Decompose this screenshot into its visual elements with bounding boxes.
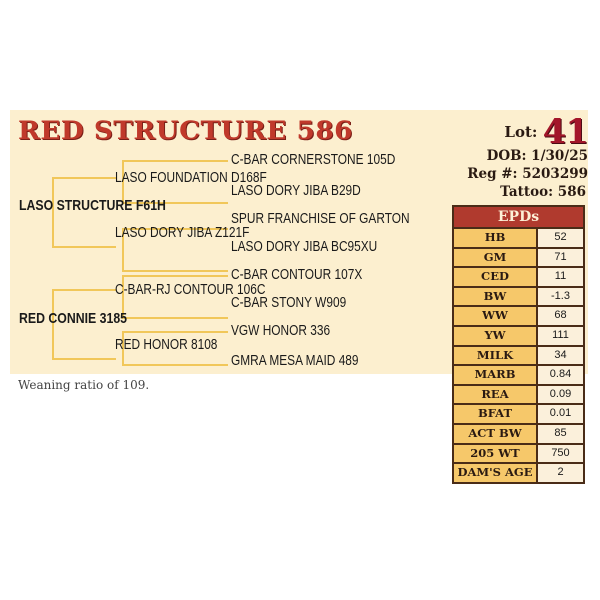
epd-row: BW-1.3: [454, 287, 583, 308]
bracket-line: [52, 289, 116, 291]
bracket-line: [122, 228, 124, 272]
pedigree-dam-sire-dam: C-BAR STONY W909: [231, 295, 347, 311]
pedigree-dam-sire-sire: C-BAR CONTOUR 107X: [231, 267, 363, 283]
bracket-line: [122, 331, 228, 333]
epd-trait: CED: [454, 268, 538, 286]
pedigree-dam-dam: RED HONOR 8108: [115, 337, 218, 353]
epd-value: 0.84: [538, 366, 583, 384]
bracket-line: [122, 364, 228, 366]
epd-value: 750: [538, 444, 583, 463]
pedigree-sire-dam-dam: LASO DORY JIBA BC95XU: [231, 239, 378, 255]
epd-value: 85: [538, 424, 583, 443]
pedigree-sire-dam-sire: SPUR FRANCHISE OF GARTON: [231, 211, 410, 227]
bracket-line: [122, 317, 228, 319]
lot-number: 41: [542, 112, 589, 152]
epd-value: 68: [538, 307, 583, 325]
bracket-line: [52, 177, 54, 248]
pedigree-dam: RED CONNIE 3185: [19, 310, 128, 327]
tattoo: Tattoo: 586: [500, 184, 586, 200]
epd-value: -1.3: [538, 287, 583, 306]
bracket-line: [122, 275, 228, 277]
bracket-line: [52, 177, 116, 179]
epd-trait: WW: [454, 307, 538, 325]
epd-trait: YW: [454, 326, 538, 345]
epd-trait: MILK: [454, 346, 538, 365]
epd-value: 71: [538, 248, 583, 267]
animal-name-title: RED STRUCTURE 586: [18, 116, 353, 145]
pedigree-dam-dam-dam: GMRA MESA MAID 489: [231, 353, 359, 369]
epd-trait: HB: [454, 229, 538, 247]
pedigree-sire-sire: LASO FOUNDATION D168F: [115, 170, 267, 186]
bracket-line: [52, 246, 116, 248]
pedigree-dam-sire: C-BAR-RJ CONTOUR 106C: [115, 282, 266, 298]
bracket-line: [122, 275, 124, 319]
epd-trait: 205 WT: [454, 444, 538, 463]
epd-trait: ACT BW: [454, 424, 538, 443]
bracket-line: [122, 270, 228, 272]
lot-label: Lot:: [504, 123, 538, 141]
epd-trait: BW: [454, 287, 538, 306]
bracket-line: [52, 289, 54, 360]
bracket-line: [122, 331, 124, 366]
epd-value: 0.01: [538, 405, 583, 423]
epd-trait: MARB: [454, 366, 538, 384]
epd-trait: DAM'S AGE: [454, 464, 538, 482]
epd-value: 11: [538, 268, 583, 286]
epd-header: EPDs: [454, 207, 583, 229]
pedigree-sire-sire-sire: C-BAR CORNERSTONE 105D: [231, 152, 396, 168]
epd-value: 111: [538, 326, 583, 345]
epd-value: 2: [538, 464, 583, 482]
epd-trait: REA: [454, 385, 538, 404]
registration-number: Reg #: 5203299: [467, 166, 588, 182]
bracket-line: [122, 202, 228, 204]
epd-trait: GM: [454, 248, 538, 267]
lot-info: Lot: 41: [504, 112, 589, 152]
epd-value: 34: [538, 346, 583, 365]
bracket-line: [52, 358, 116, 360]
pedigree-sire: LASO STRUCTURE F61H: [19, 197, 166, 214]
weaning-ratio-note: Weaning ratio of 109.: [18, 378, 150, 392]
epd-value: 0.09: [538, 385, 583, 404]
bracket-line: [122, 160, 124, 204]
epd-value: 52: [538, 229, 583, 247]
dob: DOB: 1/30/25: [486, 148, 588, 164]
pedigree-sire-sire-dam: LASO DORY JIBA B29D: [231, 183, 361, 199]
pedigree-sire-dam: LASO DORY JIBA Z121F: [115, 225, 250, 241]
pedigree-dam-dam-sire: VGW HONOR 336: [231, 323, 331, 339]
bracket-line: [122, 160, 228, 162]
bracket-line: [122, 228, 228, 230]
epd-trait: BFAT: [454, 405, 538, 423]
